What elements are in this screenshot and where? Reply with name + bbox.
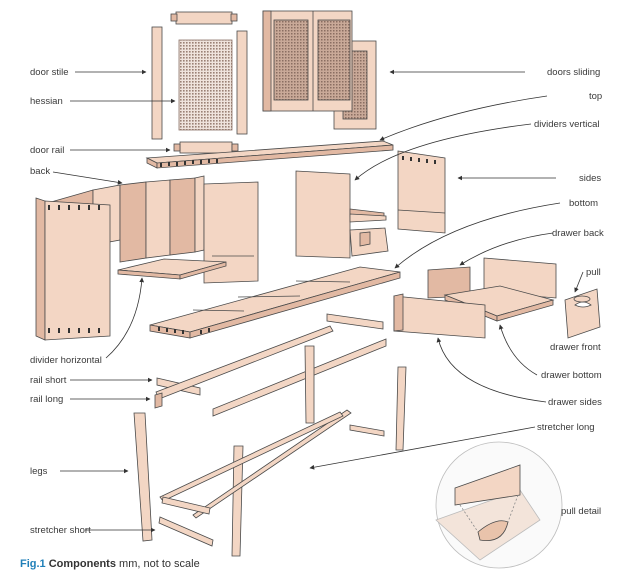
- label-pull: pull: [586, 267, 601, 278]
- drawer-front: [564, 288, 601, 339]
- door-rail-top: [170, 11, 238, 25]
- label-stretcher-short: stretcher short: [30, 525, 91, 536]
- label-stretcher-long: stretcher long: [537, 422, 595, 433]
- doors-sliding: [262, 10, 377, 130]
- label-door-stile: door stile: [30, 67, 69, 78]
- back-end-panel: [203, 181, 259, 284]
- top-board: [145, 140, 394, 169]
- label-pull-detail: pull detail: [561, 506, 602, 517]
- stretcher-long-parts: [159, 409, 385, 519]
- label-rail-long: rail long: [30, 394, 64, 405]
- label-door-rail: door rail: [30, 145, 65, 156]
- hessian-panel: [178, 39, 233, 131]
- label-divider-horizontal: divider horizontal: [30, 355, 102, 366]
- label-drawer-front: drawer front: [550, 342, 601, 353]
- label-back: back: [30, 166, 51, 177]
- dividers-vertical: [295, 170, 389, 259]
- label-hessian: hessian: [30, 96, 63, 107]
- figure-caption: Fig.1 Components mm, not to scale: [20, 558, 200, 570]
- label-drawer-back: drawer back: [552, 228, 604, 239]
- door-stile-left: [151, 26, 163, 140]
- label-dividers-vertical: dividers vertical: [534, 119, 600, 130]
- figure-number: Fig.1: [20, 558, 46, 570]
- pull-part: [573, 295, 591, 303]
- label-rail-short: rail short: [30, 375, 67, 386]
- label-doors-sliding: doors sliding: [547, 67, 601, 78]
- side-left: [35, 197, 111, 341]
- bottom-board: [149, 266, 401, 339]
- legs-parts: [133, 345, 407, 557]
- figure-title: Components: [48, 558, 116, 570]
- label-bottom: bottom: [569, 198, 599, 209]
- rail-long-parts: [154, 325, 334, 409]
- stretcher-short-parts: [158, 496, 214, 547]
- label-sides: sides: [579, 173, 602, 184]
- door-stile-right: [236, 30, 248, 135]
- door-rail-bottom: [173, 141, 239, 154]
- leader-lines: [52, 69, 584, 533]
- side-right: [397, 150, 446, 234]
- divider-horizontal: [117, 258, 227, 280]
- rail-short-parts: [156, 313, 387, 417]
- label-drawer-sides: drawer sides: [548, 397, 602, 408]
- label-legs: legs: [30, 466, 48, 477]
- pull-detail-inset: [435, 441, 563, 569]
- label-top: top: [589, 91, 603, 102]
- figure-note: mm, not to scale: [119, 558, 200, 570]
- label-drawer-bottom: drawer bottom: [541, 370, 602, 381]
- drawer-side: [393, 293, 486, 339]
